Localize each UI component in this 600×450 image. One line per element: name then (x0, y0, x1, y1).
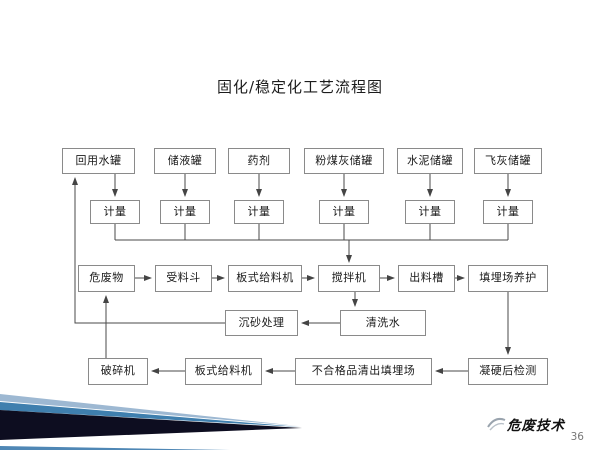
node-discharge-trough: 出料槽 (398, 265, 455, 292)
node-receiving-hopper: 受料斗 (155, 265, 212, 292)
node-hazardous-waste: 危废物 (78, 265, 135, 292)
page-title: 固化/稳定化工艺流程图 (216, 78, 384, 96)
node-grit-treatment: 沉砂处理 (225, 310, 298, 336)
node-washing-water: 清洗水 (340, 310, 426, 336)
node-crusher: 破碎机 (88, 358, 148, 385)
node-metering-4: 计量 (319, 200, 369, 224)
bottom-decoration-stripes (0, 394, 302, 450)
node-metering-1: 计量 (90, 200, 140, 224)
node-liquid-storage-tank: 储液罐 (154, 148, 216, 174)
node-hardening-inspection: 凝硬后检测 (468, 358, 548, 385)
logo-text: 危废技术 (507, 418, 565, 434)
node-landfill-curing: 填埋场养护 (468, 265, 548, 292)
node-coal-ash-tank: 粉煤灰储罐 (304, 148, 384, 174)
node-unqualified-product-removal: 不合格品清出填埋场 (295, 358, 432, 385)
node-metering-5: 计量 (405, 200, 455, 224)
node-metering-2: 计量 (160, 200, 210, 224)
node-plate-feeder-1: 板式给料机 (228, 265, 302, 292)
node-fly-ash-tank: 飞灰储罐 (474, 148, 542, 174)
node-cement-tank: 水泥储罐 (397, 148, 463, 174)
page-number: 36 (570, 431, 584, 443)
logo-swoosh-icon (487, 417, 506, 431)
node-metering-3: 计量 (234, 200, 284, 224)
node-metering-6: 计量 (483, 200, 533, 224)
node-mixer: 搅拌机 (318, 265, 380, 292)
node-chemical-agent: 药剂 (228, 148, 290, 174)
node-reuse-water-tank: 回用水罐 (62, 148, 135, 174)
node-plate-feeder-2: 板式给料机 (185, 358, 262, 385)
